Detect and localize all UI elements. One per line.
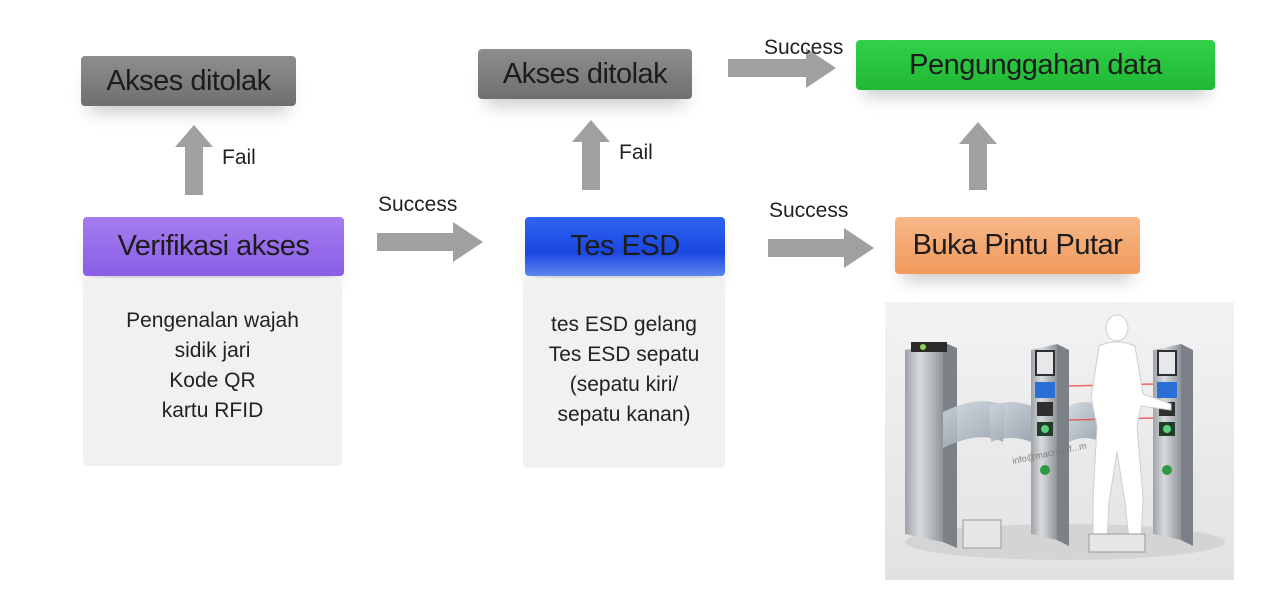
esd-method: sepatu kanan) [557,403,691,426]
esd-box: Tes ESD [525,217,725,276]
success-2-label: Success [769,199,849,222]
gate-label: Buka Pintu Putar [912,229,1123,261]
rejected-mid-label: Akses ditolak [502,57,668,90]
esd-methods-panel: tes ESD gelang Tes ESD sepatu (sepatu ki… [523,278,725,468]
success-top-label: Success [764,36,844,59]
success-arrow-2-icon [768,228,874,268]
upload-up-arrow-icon [959,122,997,190]
rejected-left-box: Akses ditolak [81,56,296,106]
verify-method: kartu RFID [161,399,264,422]
esd-method: tes ESD gelang [551,313,697,336]
esd-label: Tes ESD [570,230,680,262]
rejected-mid-box: Akses ditolak [478,49,692,99]
fail-mid-label: Fail [619,141,653,164]
success-1-label: Success [378,193,458,216]
esd-method: Tes ESD sepatu [548,343,700,366]
upload-box: Pengunggahan data [856,40,1215,90]
fail-left-arrow-icon [175,125,213,195]
turnstile-photo: info@macrosaf...m [885,302,1234,580]
gate-box: Buka Pintu Putar [895,217,1140,274]
upload-label: Pengunggahan data [909,48,1162,81]
verify-box: Verifikasi akses [83,217,344,276]
success-arrow-top-icon [728,48,836,88]
success-arrow-1-icon [377,222,483,262]
fail-mid-arrow-icon [572,120,610,190]
verify-method: Pengenalan wajah [126,309,299,332]
esd-method: (sepatu kiri/ [569,373,679,396]
verify-method: Kode QR [169,369,256,392]
verify-methods-panel: Pengenalan wajah sidik jari Kode QR kart… [83,278,342,466]
rejected-left-label: Akses ditolak [106,64,271,97]
fail-left-label: Fail [222,146,256,169]
verify-method: sidik jari [174,339,251,362]
verify-label: Verifikasi akses [117,230,310,262]
